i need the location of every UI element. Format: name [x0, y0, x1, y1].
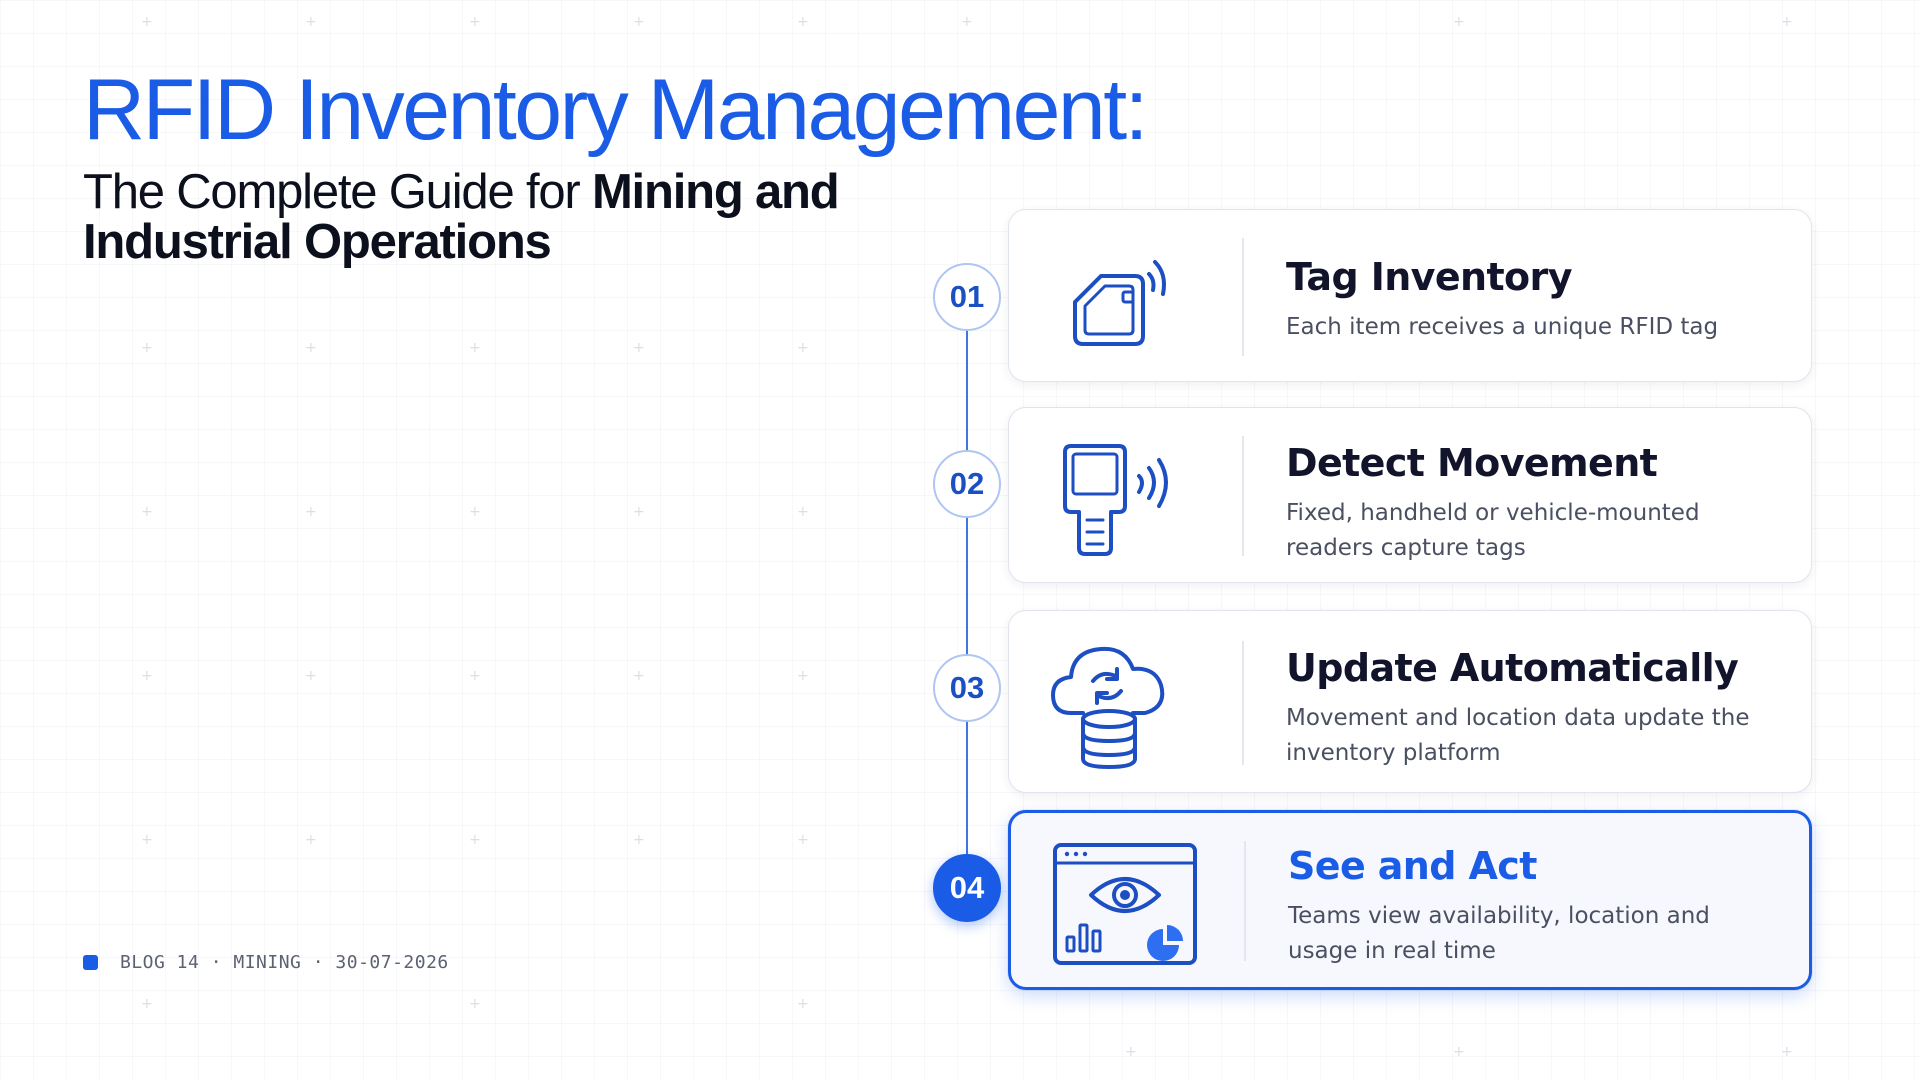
plus-mark: + — [141, 340, 153, 356]
subtitle-bold: Mining and Industrial Operations — [83, 165, 840, 269]
plus-mark: + — [797, 340, 809, 356]
plus-mark: + — [633, 504, 645, 520]
plus-mark: + — [1125, 1044, 1137, 1060]
step-description: Movement and location data update the in… — [1286, 705, 1750, 766]
step-card-detect-movement: Detect Movement Fixed, handheld or vehic… — [1008, 407, 1812, 583]
step-title: Detect Movement — [1286, 441, 1658, 485]
step-description: Teams view availability, location and us… — [1288, 903, 1710, 964]
step-title: See and Act — [1288, 844, 1537, 888]
card-text: See and Act Teams view availability, loc… — [1288, 843, 1779, 969]
step-card-see-and-act: See and Act Teams view availability, loc… — [1008, 810, 1812, 990]
plus-mark: + — [469, 832, 481, 848]
plus-mark: + — [141, 996, 153, 1012]
step-description: Fixed, handheld or vehicle-mounted reade… — [1286, 500, 1700, 561]
card-text: Detect Movement Fixed, handheld or vehic… — [1286, 440, 1781, 566]
step-number-02: 02 — [933, 450, 1001, 518]
card-divider — [1244, 841, 1246, 961]
step-title: Tag Inventory — [1286, 255, 1572, 299]
plus-mark: + — [305, 668, 317, 684]
cloud-sync-database-icon — [1049, 635, 1179, 780]
page-title: RFID Inventory Management: — [83, 62, 1149, 158]
footer-text: BLOG 14 · MINING · 30-07-2026 — [120, 951, 449, 973]
plus-mark: + — [469, 504, 481, 520]
page-subtitle: The Complete Guide for Mining and Indust… — [83, 167, 883, 267]
plus-mark: + — [305, 340, 317, 356]
plus-mark: + — [797, 504, 809, 520]
plus-mark: + — [141, 832, 153, 848]
plus-mark: + — [797, 668, 809, 684]
card-text: Update Automatically Movement and locati… — [1286, 645, 1781, 771]
plus-mark: + — [141, 668, 153, 684]
plus-mark: + — [633, 340, 645, 356]
plus-mark: + — [797, 996, 809, 1012]
plus-mark: + — [469, 14, 481, 30]
handheld-reader-icon — [1049, 438, 1179, 563]
card-divider — [1242, 641, 1244, 765]
step-title: Update Automatically — [1286, 646, 1739, 690]
step-card-update-automatically: Update Automatically Movement and locati… — [1008, 610, 1812, 793]
plus-mark: + — [1453, 1044, 1465, 1060]
bullet-square-icon — [83, 954, 98, 970]
timeline-line — [966, 298, 968, 888]
card-divider — [1242, 436, 1244, 556]
plus-mark: + — [633, 14, 645, 30]
plus-mark: + — [633, 832, 645, 848]
plus-mark: + — [305, 14, 317, 30]
step-description: Each item receives a unique RFID tag — [1286, 314, 1719, 340]
card-text: Tag Inventory Each item receives a uniqu… — [1286, 254, 1781, 345]
footer-meta: BLOG 14 · MINING · 30-07-2026 — [83, 950, 449, 974]
plus-mark: + — [305, 832, 317, 848]
plus-mark: + — [1781, 1044, 1793, 1060]
plus-mark: + — [141, 504, 153, 520]
plus-mark: + — [469, 668, 481, 684]
plus-mark: + — [141, 14, 153, 30]
step-card-tag-inventory: Tag Inventory Each item receives a uniqu… — [1008, 209, 1812, 382]
plus-mark: + — [797, 832, 809, 848]
subtitle-regular: The Complete Guide for — [83, 165, 592, 219]
plus-mark: + — [469, 340, 481, 356]
card-divider — [1242, 238, 1244, 356]
plus-mark: + — [1453, 14, 1465, 30]
step-number-03: 03 — [933, 654, 1001, 722]
rfid-tag-icon — [1049, 240, 1179, 365]
step-number-04: 04 — [933, 854, 1001, 922]
plus-mark: + — [469, 996, 481, 1012]
plus-mark: + — [305, 504, 317, 520]
plus-mark: + — [1781, 14, 1793, 30]
plus-mark: + — [797, 14, 809, 30]
step-number-01: 01 — [933, 263, 1001, 331]
plus-mark: + — [633, 668, 645, 684]
dashboard-eye-icon — [1051, 841, 1201, 972]
plus-mark: + — [961, 14, 973, 30]
